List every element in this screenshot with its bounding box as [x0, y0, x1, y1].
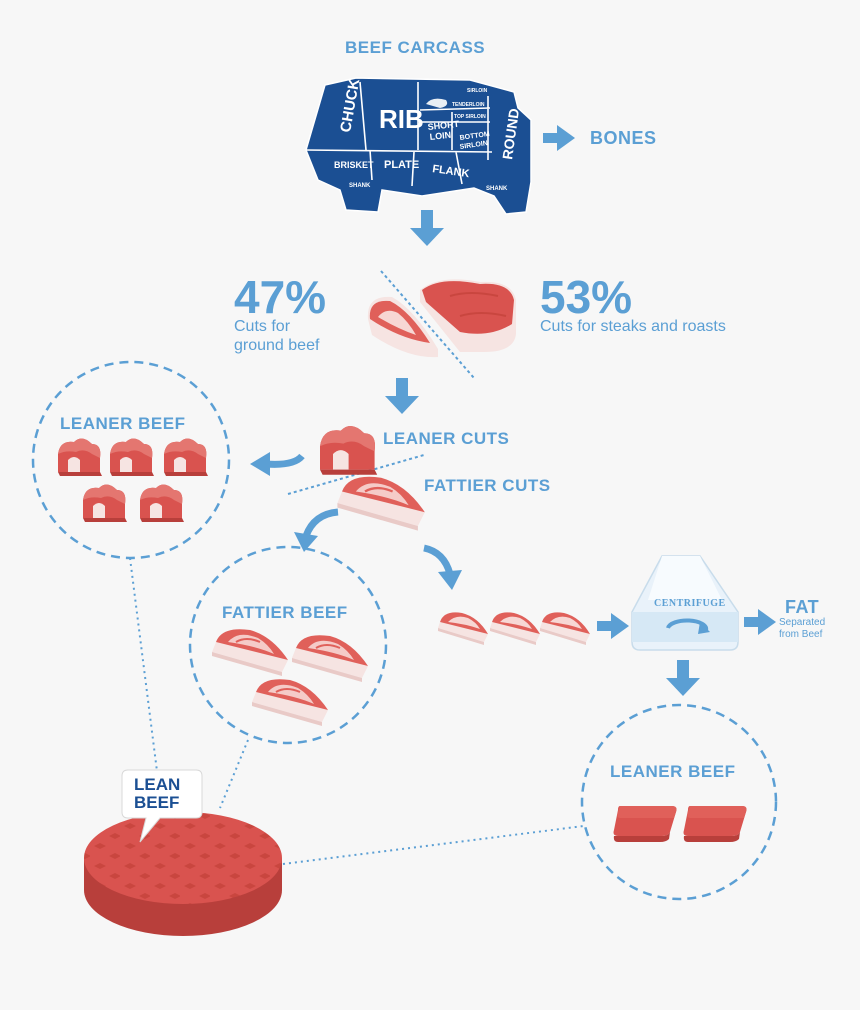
leaner-cuts-image	[320, 425, 378, 475]
arrow-down-2	[385, 378, 419, 414]
arrow-down-from-centrifuge	[666, 660, 700, 696]
lean-beef-badge	[121, 769, 203, 843]
fat-label: FAT	[785, 597, 820, 617]
leaner-beef-label: LEANER BEEF	[60, 414, 186, 433]
lean-beef-badge-line2: BEEF	[134, 793, 180, 812]
steak-roast-cuts-image	[420, 279, 516, 352]
lean-beef-bricks	[613, 806, 747, 842]
fat-desc-1: Separated	[779, 617, 826, 628]
curved-arrow-to-fattier	[294, 508, 339, 552]
cut-label-rib: RIB	[379, 104, 424, 134]
cut-label-brisket: BRISKET	[334, 160, 374, 170]
fattier-beef-circle	[188, 545, 388, 745]
fattier-cuts-image	[336, 475, 426, 532]
curved-arrow-to-centrifuge	[423, 544, 462, 590]
beef-carcass-map	[305, 77, 532, 215]
cut-label-short-loin-2: LOIN	[429, 130, 451, 142]
cut-label-round: ROUND	[499, 107, 522, 160]
cut-label-tenderloin: TENDERLOIN	[452, 102, 485, 108]
cut-label-flank: FLANK	[432, 163, 471, 180]
cut-label-shank-back: SHANK	[486, 186, 508, 192]
centrifuge-label: CENTRIFUGE	[654, 598, 726, 609]
centrifuge-machine	[631, 555, 739, 651]
ground-beef-desc-1: Cuts for	[234, 318, 291, 335]
arrow-to-centrifuge	[597, 613, 629, 639]
ground-beef-cuts-image	[367, 296, 438, 358]
connector-leaner-to-patty	[129, 557, 161, 796]
steak-percent: 53%	[540, 271, 633, 323]
leaner-beef-result-label: LEANER BEEF	[610, 762, 736, 781]
curved-arrow-to-leaner	[250, 452, 305, 476]
connector-lean-to-patty	[282, 825, 585, 865]
arrow-to-fat	[744, 609, 776, 635]
carcass-title: BEEF CARCASS	[345, 38, 486, 57]
cut-label-sirloin: SIRLOIN	[467, 88, 488, 94]
fat-desc-2: from Beef	[779, 629, 823, 640]
cut-label-shank-front: SHANK	[349, 183, 371, 189]
cut-label-plate: PLATE	[384, 159, 419, 171]
lean-beef-patty	[84, 812, 282, 936]
lean-beef-badge-line1: LEAN	[134, 775, 181, 794]
cut-label-short-loin-1: SHORT	[427, 119, 460, 132]
ground-beef-percent: 47%	[234, 271, 327, 323]
fattier-slices-row	[438, 612, 590, 645]
ground-beef-desc-2: ground beef	[234, 337, 320, 354]
steak-desc: Cuts for steaks and roasts	[540, 318, 726, 335]
fattier-cuts-label: FATTIER CUTS	[424, 476, 551, 495]
arrow-to-bones	[543, 125, 575, 151]
leaner-beef-result-circle	[580, 703, 778, 901]
arrow-down-1	[410, 210, 444, 246]
bones-label: BONES	[590, 128, 657, 148]
cut-label-top-sirloin: TOP SIRLOIN	[454, 114, 486, 120]
cut-label-bottom-sirloin-2: SIRLOIN	[459, 140, 488, 151]
leaner-beef-chunks	[58, 438, 208, 522]
leaner-cuts-label: LEANER CUTS	[383, 429, 510, 448]
cut-label-bottom-sirloin-1: BOTTOM	[459, 131, 490, 142]
fattier-beef-label: FATTIER BEEF	[222, 603, 348, 622]
connector-fattier-to-patty	[219, 739, 249, 809]
fattier-beef-wedges	[211, 628, 369, 727]
